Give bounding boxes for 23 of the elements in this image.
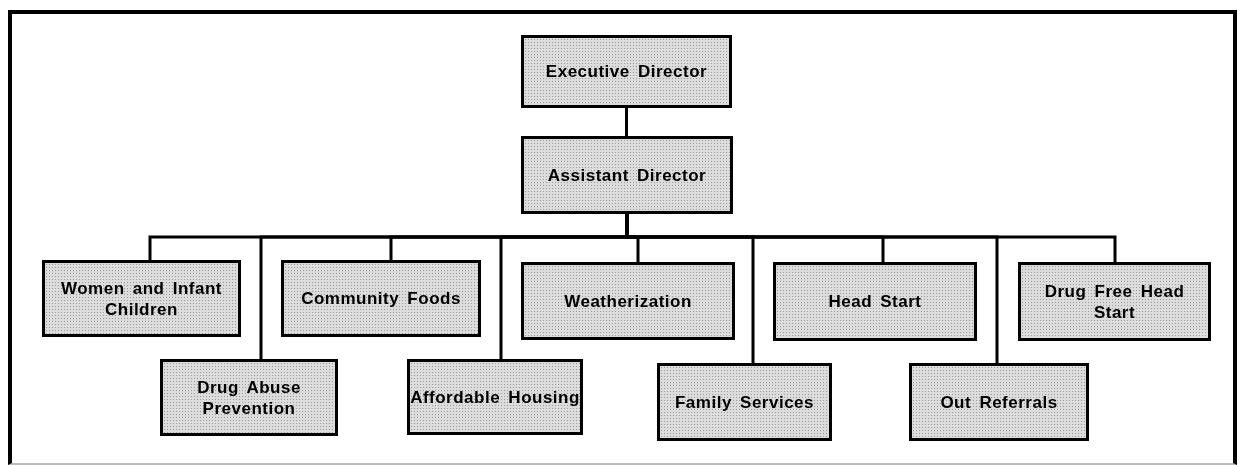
org-box [42, 260, 241, 337]
org-box [407, 359, 583, 435]
box-label: Weatherization [564, 290, 692, 312]
box-label: Out Referrals [940, 391, 1058, 413]
box-label: Affordable Housing [410, 386, 580, 408]
org-box [657, 363, 832, 441]
org-box [1018, 262, 1211, 341]
org-box [521, 262, 735, 340]
org-box [160, 359, 338, 436]
connector-line [625, 108, 628, 136]
box-label: Community Foods [301, 288, 461, 309]
box-label: Executive Director [545, 61, 708, 82]
box-label: Head Start [828, 291, 922, 312]
org-box [773, 262, 977, 341]
box-label: Women and Infant Children [60, 277, 223, 320]
org-box [521, 136, 733, 214]
box-label: Drug Free Head Start [1043, 280, 1186, 323]
org-box [281, 260, 481, 337]
box-label: Drug Abuse Prevention [196, 376, 302, 419]
box-label: Family Services [675, 391, 814, 413]
org-box [909, 363, 1089, 441]
box-label: Assistant Director [547, 164, 707, 186]
org-box [521, 35, 732, 108]
